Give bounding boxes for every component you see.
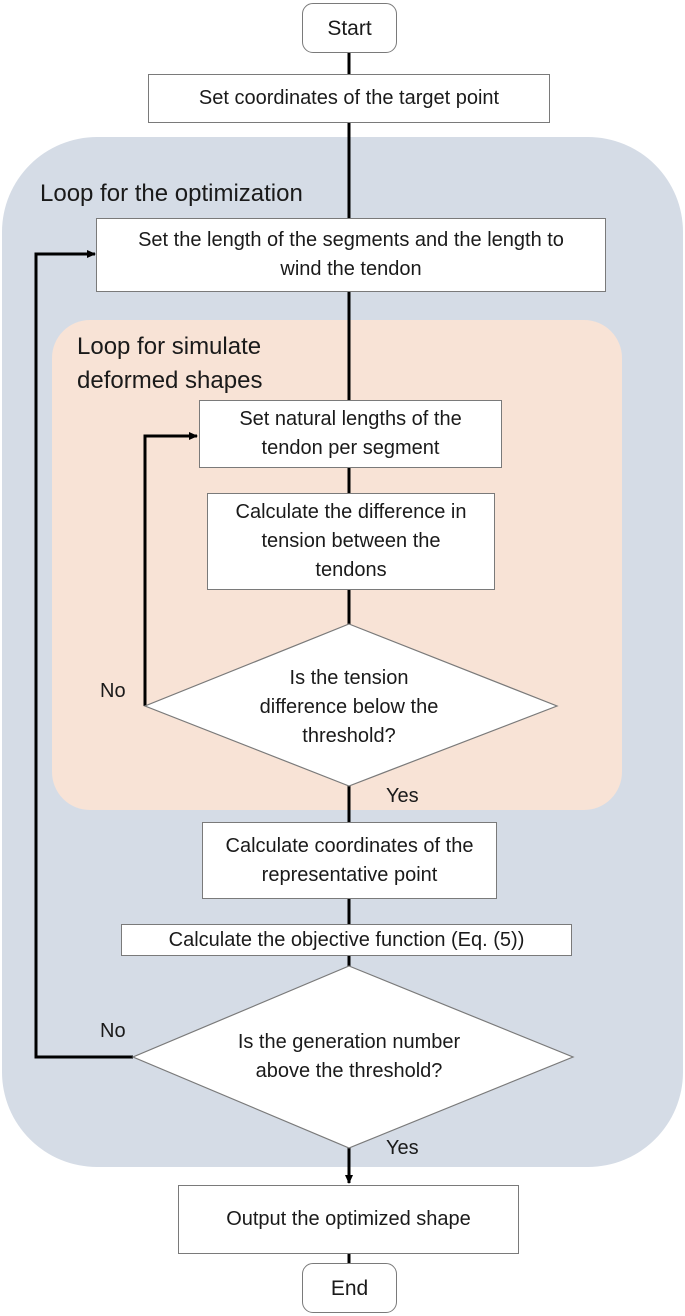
simulation-loop-label-line1: Loop for simulate [77, 333, 262, 360]
calculate-objective-function-box: Calculate the objective function (Eq. (5… [121, 924, 572, 956]
decision-generation-diamond [131, 965, 575, 1149]
output-optimized-shape-box: Output the optimized shape [178, 1185, 519, 1254]
end-node: End [302, 1263, 397, 1313]
calculate-representative-point-box: Calculate coordinates of the representat… [202, 822, 497, 899]
simulation-loop-label-line2: deformed shapes [77, 367, 263, 394]
generation-yes-label: Yes [386, 1137, 419, 1159]
set-natural-lengths-box: Set natural lengths of the tendon per se… [199, 400, 502, 468]
decision-tension-diamond [143, 623, 559, 787]
set-segment-length-box: Set the length of the segments and the l… [96, 218, 606, 292]
start-node: Start [302, 3, 397, 53]
set-target-coordinates-box: Set coordinates of the target point [148, 74, 550, 123]
outer-loop-return [34, 250, 133, 1059]
inner-loop-return [143, 432, 198, 706]
decision-tension-text: Is the tension difference below the thre… [259, 666, 439, 747]
decision-generation-text: Is the generation number above the thres… [237, 1031, 461, 1082]
generation-no-label: No [100, 1020, 126, 1042]
tension-no-label: No [100, 680, 126, 702]
optimization-loop-label: Loop for the optimization [40, 180, 303, 207]
calculate-tension-difference-box: Calculate the difference in tension betw… [207, 493, 495, 590]
tension-yes-label: Yes [386, 785, 419, 807]
